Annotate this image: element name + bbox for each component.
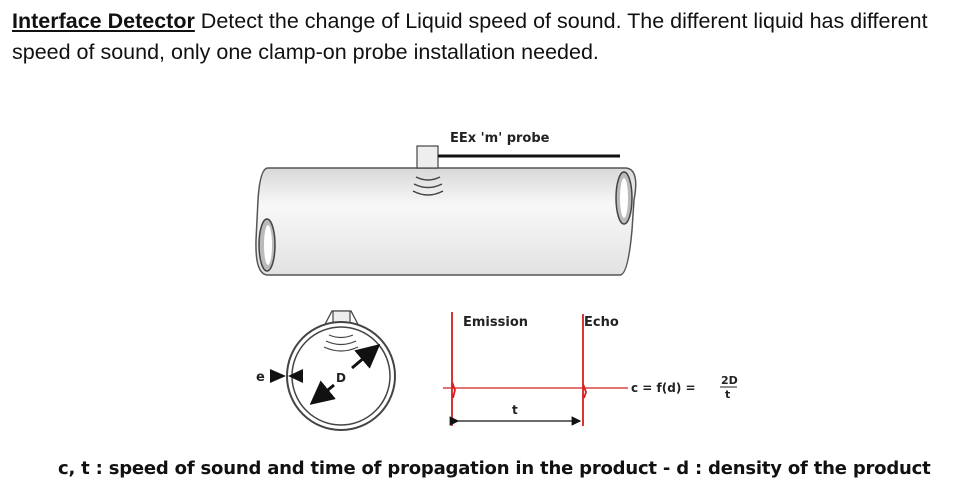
header-description: Detect the change of Liquid speed of sou… [12,9,928,64]
echo-label: Echo [584,315,619,330]
emission-label: Emission [463,315,528,330]
header-text: Interface Detector Detect the change of … [12,6,962,68]
pipe-cross-section [270,310,396,431]
formula-denominator: t [725,388,730,401]
pipe-side-view [255,167,637,276]
diameter-label: D [336,371,346,385]
echo-pulse [582,314,587,426]
sound-wave-icon [412,176,444,196]
formula: c = f(d) = [631,381,696,395]
thickness-label: e [256,370,265,385]
header-title: Interface Detector [12,9,195,33]
emission-pulse [451,312,456,426]
probe-label: EEx 'm' probe [450,131,550,146]
formula-numerator: 2D [721,374,738,387]
signal-trace [443,312,628,426]
caption: c, t : speed of sound and time of propag… [58,458,931,479]
probe [412,145,620,196]
time-label: t [512,403,518,417]
